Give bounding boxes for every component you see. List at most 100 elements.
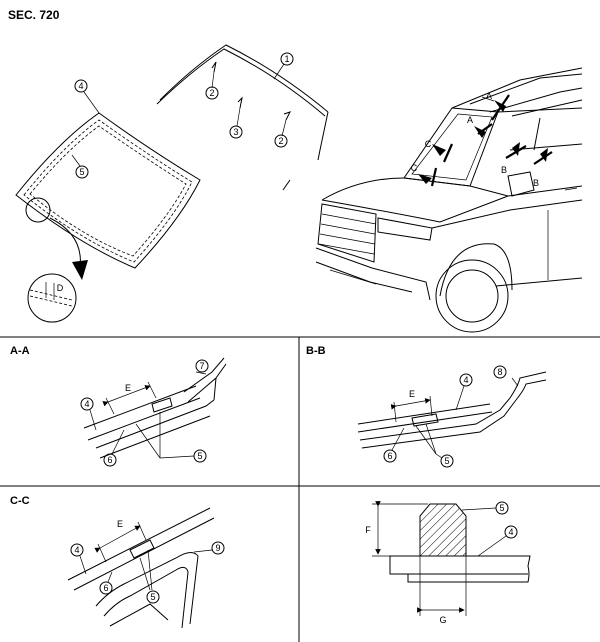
cc-callout-4: 4: [74, 545, 79, 555]
body-rocker: [495, 277, 583, 287]
view-marker-a-mid: A: [467, 115, 473, 125]
body-shoulder-line: [431, 199, 583, 229]
windshield-glass-outline: [15, 112, 201, 269]
bb-body-flange: [359, 397, 511, 441]
bb-molding-8: [509, 371, 547, 399]
bb-adhesive-bead: [411, 413, 439, 427]
cc-callout-6: 6: [103, 583, 108, 593]
bead-callout-4: 4: [508, 527, 513, 537]
detail-magnified-circle: [27, 273, 77, 323]
side-mirror: [507, 171, 535, 197]
aa-callout-5-circle: [193, 449, 207, 463]
section-arrow-c-upper: [432, 144, 446, 156]
callout-1-circle: [280, 52, 294, 66]
bb-callout-6-circle: [383, 449, 397, 463]
roof-front-edge: [451, 67, 583, 109]
view-marker-c-lower: C: [411, 163, 418, 173]
section-c-c-panel: C-C E 4 6 5 9: [10, 495, 225, 629]
aa-molding-leg: [213, 377, 217, 401]
section-arrow-a-mid: [474, 126, 486, 138]
bb-callout-5-leader-c: [435, 453, 443, 459]
detail-source-circle: [25, 197, 51, 223]
bead-detail-glass-plate: [389, 555, 531, 583]
bb-callout-8-leader: [511, 377, 519, 387]
cc-callout-5-circle: [146, 590, 160, 604]
section-arrow-b-right: [540, 148, 548, 162]
bb-callout-8-circle: [493, 365, 507, 379]
section-line-c-upper: [442, 143, 454, 163]
headlight: [377, 217, 433, 241]
adhesive-bead-profile: [419, 503, 467, 557]
molding-side-strip: [317, 111, 329, 161]
aa-callout-6-circle: [103, 453, 117, 467]
section-b-b-panel: B-B E 4 8 6 5: [306, 345, 547, 468]
callout-leader-2a: [211, 71, 215, 89]
bb-body-inner: [361, 399, 517, 449]
section-c-c-title: C-C: [10, 495, 30, 507]
wheel-arch: [439, 243, 513, 297]
cc-callout-6-circle: [99, 581, 113, 595]
aa-molding-top: [183, 357, 225, 393]
callout-2b: 2: [278, 136, 283, 146]
bb-glass-top: [357, 403, 491, 425]
section-b-b-title: B-B: [306, 345, 326, 357]
cc-callout-9: 9: [215, 543, 220, 553]
cc-body-panel-inner: [103, 566, 189, 629]
cc-glass-top: [67, 507, 211, 581]
section-a-a-panel: A-A E 4 6 5 7: [10, 345, 227, 467]
adhesive-bead-detail-panel: F G 5 4: [365, 501, 531, 625]
callout-leader-4: [83, 91, 100, 114]
bead-callout-5-leader: [461, 507, 497, 511]
lower-bumper: [315, 261, 413, 293]
aa-callout-4: 4: [84, 399, 89, 409]
bb-callout-5-leader-a: [415, 425, 437, 455]
windshield-molding-inner: [156, 48, 326, 117]
front-wheel-rim: [445, 269, 499, 323]
clip-part-2-lower: [283, 111, 291, 121]
detail-zoom-arrowhead: [72, 260, 88, 280]
cc-callout-9-circle: [211, 541, 225, 555]
callout-leader-5: [71, 154, 81, 167]
view-marker-a-top: A: [486, 91, 492, 101]
aa-dim-e-label: E: [125, 383, 131, 393]
door-handle: [564, 187, 578, 191]
callout-2a: 2: [209, 88, 214, 98]
bb-callout-5-circle: [440, 454, 454, 468]
aa-callout-5: 5: [197, 451, 202, 461]
bb-callout-6-leader: [391, 427, 405, 451]
hood-rear-edge: [403, 177, 509, 197]
aa-adhesive-bead: [151, 397, 173, 413]
callout-5-circle: [75, 165, 89, 179]
callout-2a-circle: [205, 86, 219, 100]
callout-leader-1: [273, 63, 285, 80]
aa-callout-6-leader: [111, 429, 125, 455]
cc-glass-bottom: [73, 517, 215, 591]
cc-callout-5: 5: [150, 592, 155, 602]
windshield-molding-outer: [159, 44, 329, 113]
bead-callout-5-circle: [495, 501, 509, 515]
callout-3-circle: [229, 125, 243, 139]
bb-callout-8: 8: [497, 367, 502, 377]
grille-slat-4: [318, 243, 375, 255]
vehicle-perspective-view: A A C C B B: [315, 67, 583, 333]
aa-dim-e-line: [102, 385, 151, 407]
aa-callout-6: 6: [107, 455, 112, 465]
hood-front-left: [321, 177, 405, 201]
bb-molding-8-inner: [515, 379, 547, 401]
side-window-top: [497, 107, 583, 113]
callout-1: 1: [284, 54, 289, 64]
cc-callout-9-leader: [193, 549, 213, 553]
section-arrow-a-top: [494, 100, 506, 112]
grille-slat-3: [319, 233, 376, 245]
bead-callout-4-leader: [477, 535, 507, 557]
bb-callout-5-leader-b: [425, 423, 437, 455]
cc-dim-e-label: E: [117, 519, 123, 529]
bead-callout-4-circle: [504, 525, 518, 539]
aa-callout-7-leader: [195, 371, 207, 375]
aa-glass-bottom: [87, 397, 201, 441]
dim-f-label: F: [365, 525, 371, 535]
bb-dim-e-line: [390, 398, 431, 410]
callout-4-circle: [74, 79, 88, 93]
